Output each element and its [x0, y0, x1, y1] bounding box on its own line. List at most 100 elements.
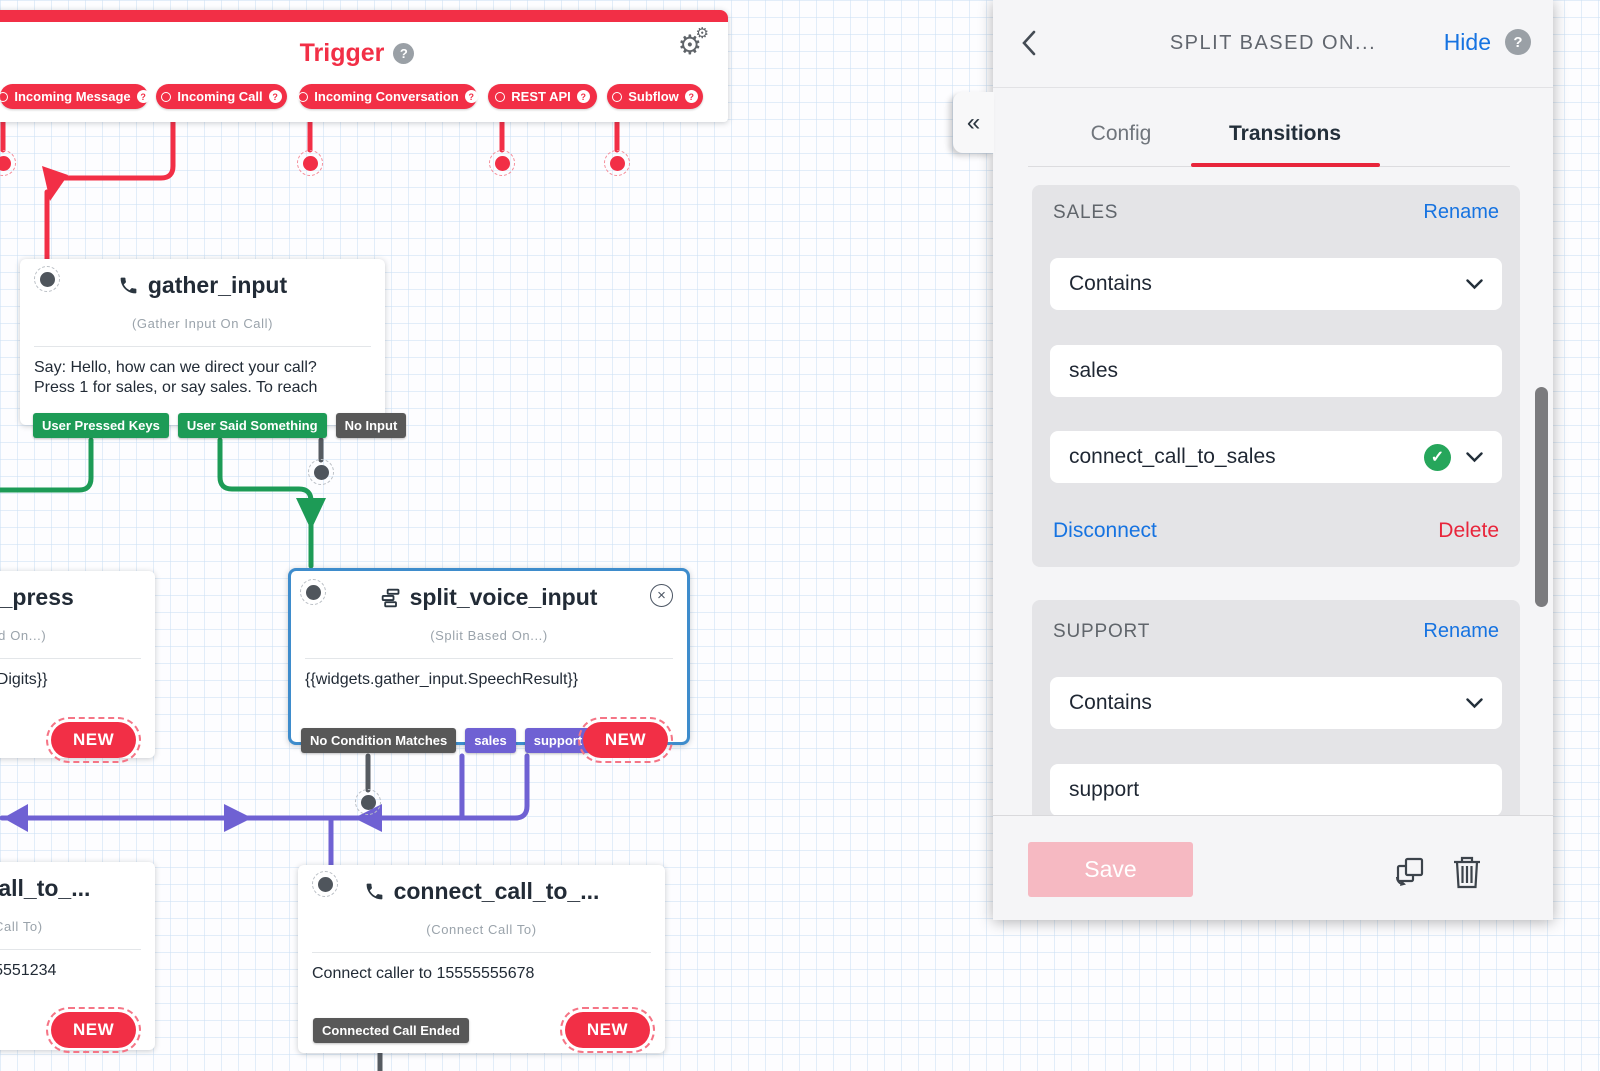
red-flow-arrow: [42, 166, 68, 201]
transition-section-sales: SALES Rename Contains connect_call_to_sa…: [1032, 185, 1520, 567]
operator-select[interactable]: Contains: [1050, 677, 1502, 729]
delete-link[interactable]: Delete: [1438, 519, 1499, 542]
divider: [34, 346, 371, 347]
disconnect-link[interactable]: Disconnect: [1053, 519, 1157, 542]
help-icon[interactable]: ?: [464, 90, 478, 103]
trigger-widget[interactable]: Trigger ? ⚙ ⚙ Incoming Message ? Incomin…: [0, 10, 728, 122]
transition-tag-no-condition-matches[interactable]: No Condition Matches: [301, 728, 457, 753]
condition-value-input[interactable]: [1050, 764, 1502, 815]
pill-label: Incoming Message: [14, 89, 131, 104]
new-transition-button[interactable]: NEW: [577, 717, 673, 763]
transition-tag-user-said-something[interactable]: User Said Something: [177, 413, 327, 438]
double-chevron-left-icon: «: [966, 108, 981, 136]
save-button[interactable]: Save: [1028, 842, 1193, 897]
no-condition-connector-dot[interactable]: [355, 789, 381, 815]
widget-title: split_key_press: [0, 584, 155, 611]
transition-tag-no-input[interactable]: No Input: [335, 413, 407, 438]
help-icon[interactable]: ?: [684, 90, 698, 103]
widget-split-voice-input[interactable]: × split_voice_input (Split Based On...) …: [288, 568, 690, 763]
transition-tag-user-pressed-keys[interactable]: User Pressed Keys: [33, 413, 169, 438]
no-input-connector-dot[interactable]: [308, 459, 334, 485]
connector-ring-icon: [298, 91, 309, 102]
widget-split-key-press[interactable]: split_key_press (Split Based On...) {{wi…: [0, 571, 155, 763]
trigger-pill-subflow[interactable]: Subflow ?: [607, 84, 703, 109]
duplicate-widget-icon[interactable]: [1391, 853, 1429, 896]
trigger-top-bar: [0, 10, 728, 22]
transition-name: SALES: [1053, 201, 1119, 223]
transitions-list[interactable]: SALES Rename Contains connect_call_to_sa…: [993, 170, 1553, 815]
widget-type-label: (Connect Call To): [0, 919, 43, 934]
transition-tag-sales[interactable]: sales: [465, 728, 516, 753]
widget-name: split_key_press: [0, 584, 74, 610]
collapse-panel-button[interactable]: «: [953, 92, 994, 153]
widget-inspector-panel: « SPLIT BASED ON... Hide ? Config Transi…: [953, 0, 1553, 920]
widget-name: gather_input: [147, 272, 288, 298]
widget-type-label: (Split Based On...): [0, 628, 47, 643]
say-text-line1: Say: Hello, how can we direct your call?: [34, 359, 317, 376]
purple-arrowhead-left: [3, 804, 28, 832]
widget-body: Connect caller to 15555555678: [312, 965, 535, 982]
divider: [305, 658, 673, 659]
phone-icon: [120, 277, 137, 294]
close-icon[interactable]: ×: [650, 584, 673, 607]
operator-value: Contains: [1069, 691, 1152, 714]
panel-scrollbar[interactable]: [1535, 387, 1548, 607]
widget-input-dot[interactable]: [300, 579, 326, 605]
operator-select[interactable]: Contains: [1050, 258, 1502, 310]
back-chevron-icon[interactable]: [1021, 30, 1036, 61]
transition-section-support: SUPPORT Rename Contains: [1032, 600, 1520, 815]
widget-body: Say: Hello, how can we direct your call?…: [34, 358, 371, 398]
help-icon[interactable]: ?: [393, 43, 415, 64]
widget-input-dot[interactable]: [312, 871, 338, 897]
widget-name: connect_call_to_...: [0, 875, 91, 901]
widget-gather-input[interactable]: gather_input (Gather Input On Call) Say:…: [20, 259, 407, 438]
trigger-connector-dot[interactable]: [489, 150, 515, 176]
pill-label: REST API: [511, 89, 571, 104]
divider: [0, 658, 141, 659]
trigger-pill-incoming-call[interactable]: Incoming Call ?: [156, 84, 287, 109]
divider: [312, 952, 651, 953]
widget-name: connect_call_to_...: [393, 878, 600, 904]
destination-widget-select[interactable]: connect_call_to_sales ✓: [1050, 431, 1502, 483]
help-icon[interactable]: ?: [1505, 29, 1531, 55]
widget-title: connect_call_to_...: [298, 878, 665, 905]
tab-config[interactable]: Config: [1090, 122, 1152, 145]
widget-body: {{widgets.gather_input.SpeechResult}}: [305, 671, 579, 688]
trigger-pill-rest-api[interactable]: REST API ?: [488, 84, 597, 109]
connector-ring-icon: [612, 91, 623, 102]
rename-link[interactable]: Rename: [1423, 620, 1499, 642]
operator-value: Contains: [1069, 272, 1152, 295]
settings-gears-icon[interactable]: ⚙ ⚙: [677, 25, 709, 60]
new-transition-button[interactable]: NEW: [46, 717, 142, 763]
widget-connect-call-to-2[interactable]: connect_call_to_... (Connect Call To) Co…: [0, 862, 155, 1053]
widget-title: split_voice_input: [291, 584, 687, 611]
widget-title: connect_call_to_...: [0, 875, 155, 902]
transition-tag-connected-call-ended[interactable]: Connected Call Ended: [313, 1018, 469, 1043]
help-icon[interactable]: ?: [136, 90, 150, 103]
rename-link[interactable]: Rename: [1423, 201, 1499, 223]
say-text-line2: Press 1 for sales, or say sales. To reac…: [34, 379, 318, 396]
trigger-connector-dot[interactable]: [604, 150, 630, 176]
help-icon[interactable]: ?: [576, 90, 590, 103]
chevron-down-icon: [1466, 451, 1483, 463]
widget-type-label: (Gather Input On Call): [131, 316, 274, 331]
trigger-connector-dot[interactable]: [297, 150, 323, 176]
trigger-pill-incoming-conversation[interactable]: Incoming Conversation ?: [298, 84, 478, 109]
new-transition-button[interactable]: NEW: [46, 1007, 142, 1053]
destination-widget-value: connect_call_to_sales: [1069, 445, 1276, 468]
condition-value-input[interactable]: [1050, 345, 1502, 397]
trigger-pill-incoming-message[interactable]: Incoming Message ?: [0, 84, 150, 109]
widget-body: {{widgets.gather_input.Digits}}: [0, 671, 48, 688]
widget-connect-call-to[interactable]: connect_call_to_... (Connect Call To) Co…: [298, 865, 665, 1053]
tab-transitions[interactable]: Transitions: [1228, 122, 1342, 145]
pill-label: Incoming Conversation: [314, 89, 459, 104]
widget-type-label: (Connect Call To): [426, 922, 537, 937]
hide-panel-link[interactable]: Hide: [1443, 29, 1491, 55]
help-icon[interactable]: ?: [268, 90, 282, 103]
delete-widget-icon[interactable]: [1450, 853, 1484, 896]
panel-tabs: Config Transitions: [993, 88, 1553, 170]
pill-label: Incoming Call: [177, 89, 263, 104]
widget-input-dot[interactable]: [34, 266, 60, 292]
new-transition-button[interactable]: NEW: [559, 1007, 655, 1053]
